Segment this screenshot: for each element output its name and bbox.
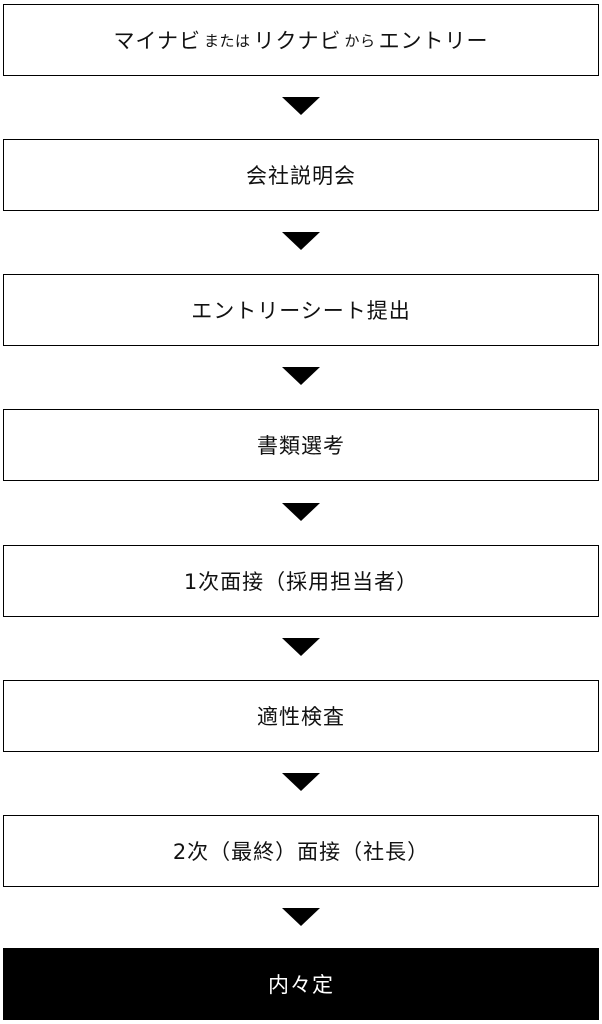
step-label: 会社説明会 [246,164,356,188]
down-arrow-icon [282,908,320,926]
step-final-interview: 2次（最終）面接（社長） [3,815,599,887]
step-entry-sheet: エントリーシート提出 [3,274,599,346]
entry-part-rikunabi: リクナビ [253,29,342,53]
step-label: 内々定 [268,973,334,997]
entry-part-mynavi: マイナビ [113,29,202,53]
entry-part-entry: エントリー [378,29,489,53]
down-arrow-icon [282,773,320,791]
step-label: エントリーシート提出 [191,299,411,323]
down-arrow-icon [282,367,320,385]
step-label: 書類選考 [257,434,345,458]
step-document-screening: 書類選考 [3,409,599,481]
step-label: 2次（最終）面接（社長） [172,840,430,864]
step-aptitude-test: 適性検査 [3,680,599,752]
entry-part-from: から [344,31,376,50]
entry-part-or: または [204,31,251,50]
step-job-offer: 内々定 [3,948,599,1020]
down-arrow-icon [282,97,320,115]
down-arrow-icon [282,503,320,521]
down-arrow-icon [282,232,320,250]
step-entry: マイナビまたはリクナビからエントリー [3,4,599,76]
step-company-briefing: 会社説明会 [3,139,599,211]
step-first-interview: 1次面接（採用担当者） [3,545,599,617]
step-label: 適性検査 [257,705,345,729]
down-arrow-icon [282,638,320,656]
step-label: 1次面接（採用担当者） [183,570,419,594]
